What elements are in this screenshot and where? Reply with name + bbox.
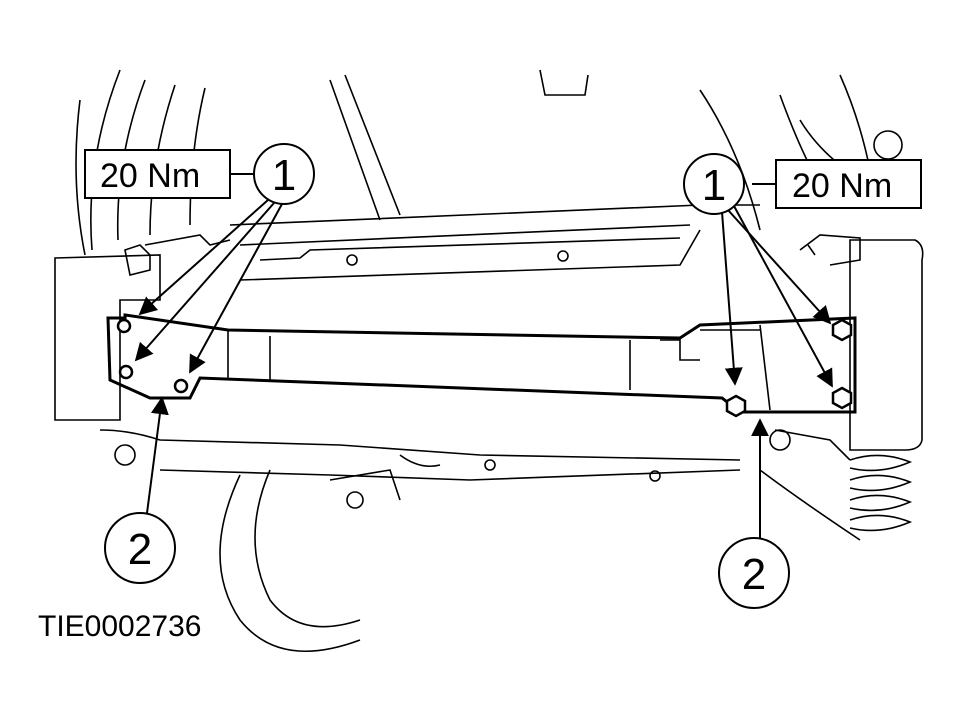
bolt-left-right bbox=[173, 378, 189, 394]
torque-box-right bbox=[775, 159, 922, 209]
torque-box-left bbox=[84, 149, 231, 199]
bolt-left-lower bbox=[118, 364, 134, 380]
callout-2-right: 2 bbox=[742, 550, 766, 599]
bolt-group-right bbox=[725, 318, 853, 418]
arrow-1-right-a bbox=[721, 211, 743, 386]
reference-code: TIE0002736 bbox=[38, 610, 202, 643]
torque-label-right: 20 Nm bbox=[792, 167, 892, 205]
callout-1-left: 1 bbox=[272, 151, 296, 200]
arrow-1-left-a bbox=[138, 199, 269, 316]
bolt-group-left bbox=[116, 318, 189, 394]
callout-2-right-circle bbox=[718, 537, 790, 609]
arrow-1-left-b bbox=[134, 202, 275, 362]
arrow-1-right-b bbox=[727, 209, 832, 325]
callout-2-left: 2 bbox=[128, 525, 152, 574]
bolt-right-lower bbox=[831, 386, 853, 410]
callout-1-right-circle bbox=[683, 153, 745, 215]
arrow-1-right-c bbox=[733, 205, 833, 388]
torque-label-left: 20 Nm bbox=[100, 157, 200, 195]
callout-1-left-circle bbox=[253, 143, 315, 205]
bolt-right-upper bbox=[831, 318, 853, 342]
bolt-right-left bbox=[725, 394, 747, 418]
callout-1-right: 1 bbox=[702, 161, 726, 210]
arrow-2-left bbox=[146, 396, 169, 514]
leader-arrows bbox=[134, 199, 833, 538]
crossmember-plate bbox=[106, 313, 857, 414]
callout-2-left-circle bbox=[104, 512, 176, 584]
arrow-1-left-c bbox=[189, 203, 283, 374]
bolt-left-upper bbox=[116, 318, 132, 334]
